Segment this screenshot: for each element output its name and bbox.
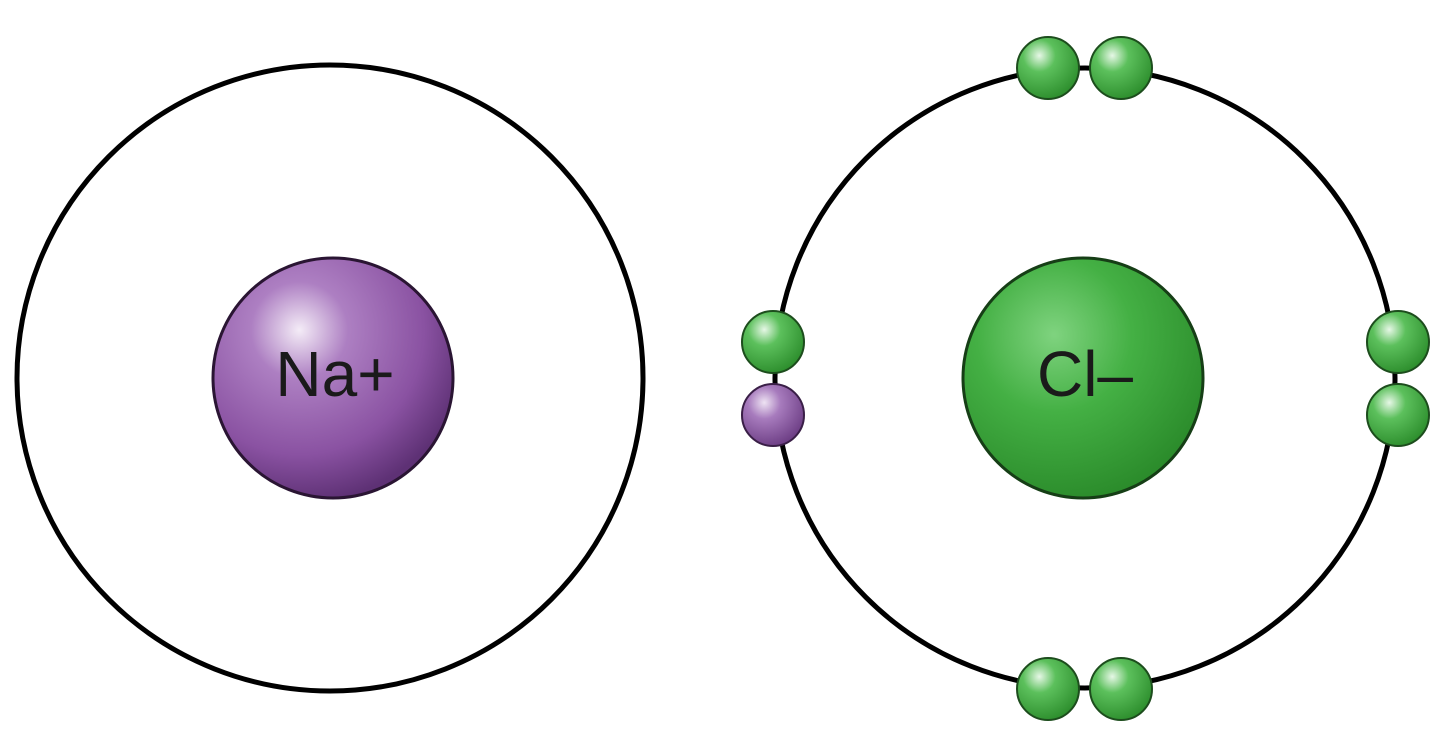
electron (741, 310, 805, 374)
chloride-ion: Cl– (741, 36, 1430, 721)
sodium-ion: Na+ (14, 62, 646, 694)
sodium-nucleus (211, 256, 455, 500)
electron (1016, 36, 1080, 100)
transferred-electron (741, 383, 805, 447)
electron (1089, 657, 1153, 721)
electron (1366, 310, 1430, 374)
sodium-label: Na+ (275, 338, 394, 410)
electron (1089, 36, 1153, 100)
chloride-nucleus (961, 256, 1205, 500)
chloride-shell (772, 65, 1398, 691)
electron (1016, 657, 1080, 721)
sodium-shell (14, 62, 646, 694)
chloride-label: Cl– (1037, 338, 1133, 410)
electron (1366, 383, 1430, 447)
